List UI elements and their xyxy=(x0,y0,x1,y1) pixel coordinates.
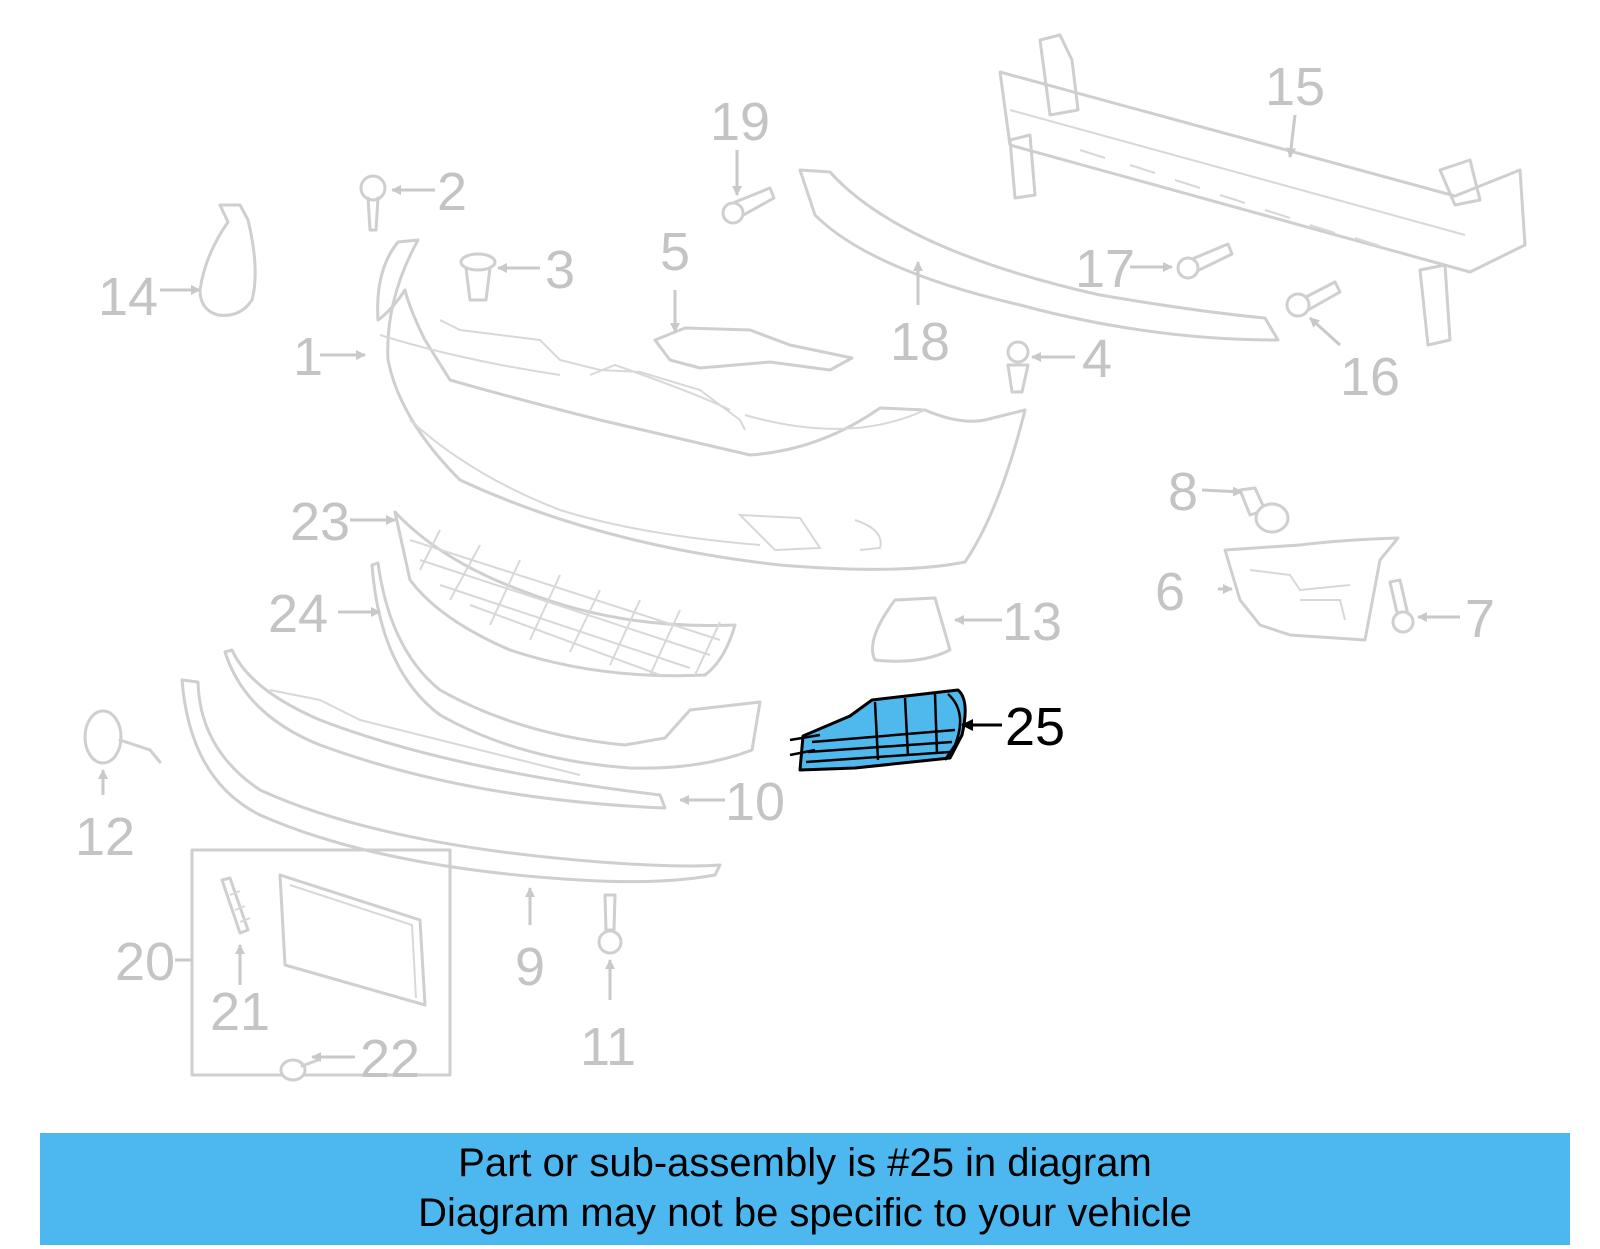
callout-5: 5 xyxy=(660,222,690,282)
callout-10: 10 xyxy=(725,772,785,832)
callout-22: 22 xyxy=(360,1029,420,1089)
part-23-grille[interactable] xyxy=(393,510,737,678)
callout-7: 7 xyxy=(1465,589,1495,649)
part-4-clip[interactable] xyxy=(1006,340,1030,394)
part-3-nut[interactable] xyxy=(459,252,497,302)
part-22-screw[interactable] xyxy=(279,1058,320,1082)
callout-24: 24 xyxy=(268,584,328,644)
banner-line-1: Part or sub-assembly is #25 in diagram xyxy=(458,1141,1152,1185)
callout-numbers: 1 2 3 4 5 6 7 8 9 10 11 12 13 14 15 16 1… xyxy=(75,57,1495,1089)
part-20-plate-bracket[interactable] xyxy=(190,848,452,1077)
callout-6: 6 xyxy=(1155,562,1185,622)
callout-16: 16 xyxy=(1340,347,1400,407)
part-10-lower-trim[interactable] xyxy=(223,648,667,810)
part-7-screw[interactable] xyxy=(1388,578,1415,634)
callout-20: 20 xyxy=(115,932,175,992)
part-14-cap[interactable] xyxy=(198,203,257,317)
part-1-bumper-cover[interactable] xyxy=(376,238,1027,571)
callout-25: 25 xyxy=(1005,697,1065,757)
callout-12: 12 xyxy=(75,807,135,867)
info-banner: Part or sub-assembly is #25 in diagram D… xyxy=(40,1133,1570,1245)
callout-8: 8 xyxy=(1168,462,1198,522)
part-25-fog-lamp-grille[interactable] xyxy=(789,688,967,772)
part-17-bolt[interactable] xyxy=(1176,242,1234,280)
callout-15: 15 xyxy=(1265,57,1325,117)
part-11-clip[interactable] xyxy=(597,893,623,955)
callout-21: 21 xyxy=(210,982,270,1042)
callout-18: 18 xyxy=(890,312,950,372)
callout-2: 2 xyxy=(437,162,467,222)
part-21-clip[interactable] xyxy=(220,876,251,935)
part-9-spoiler[interactable] xyxy=(180,678,722,884)
part-24-trim[interactable] xyxy=(370,561,762,770)
banner-line-2: Diagram may not be specific to your vehi… xyxy=(418,1191,1192,1235)
callout-23: 23 xyxy=(290,492,350,552)
callout-14: 14 xyxy=(98,267,158,327)
part-19-bolt[interactable] xyxy=(721,186,776,225)
callout-3: 3 xyxy=(545,240,575,300)
callout-17: 17 xyxy=(1075,239,1135,299)
part-6-bracket[interactable] xyxy=(1223,536,1400,642)
part-12-cap[interactable] xyxy=(83,709,162,765)
callout-1: 1 xyxy=(293,327,323,387)
callout-9: 9 xyxy=(515,937,545,997)
part-15-reinforcement-beam[interactable] xyxy=(998,33,1527,347)
part-16-bolt[interactable] xyxy=(1285,280,1342,318)
callout-11: 11 xyxy=(580,1017,636,1077)
callout-4: 4 xyxy=(1082,329,1112,389)
leader-lines xyxy=(98,114,1460,1062)
part-13-cover[interactable] xyxy=(871,596,952,663)
part-8-nut[interactable] xyxy=(1238,486,1290,534)
callout-19: 19 xyxy=(710,92,770,152)
part-18-absorber[interactable] xyxy=(798,168,1280,342)
part-2-clip[interactable] xyxy=(359,174,387,232)
callout-13: 13 xyxy=(1002,592,1062,652)
part-5-bracket[interactable] xyxy=(653,326,854,372)
